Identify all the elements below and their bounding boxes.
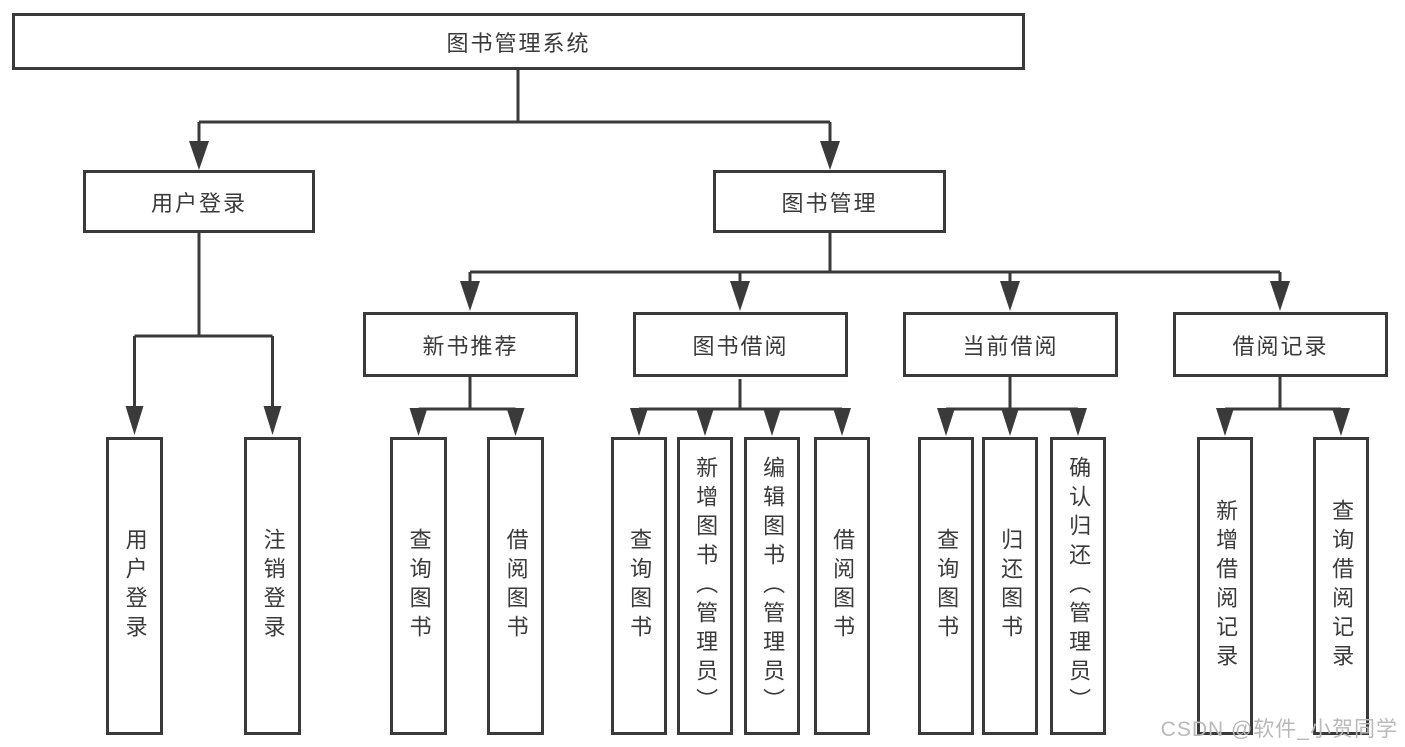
node-label: 用户登录 (122, 528, 148, 644)
node-label: 查询图书 (627, 528, 653, 644)
node-borrowing-records: 借阅记录 (1173, 312, 1388, 377)
csdn-watermark: CSDN @软件_小贺同学 (1160, 718, 1398, 741)
node-label: 新增借阅记录 (1213, 499, 1239, 673)
node-label: 查询图书 (406, 528, 432, 644)
leaf-borrow-books-recommend: 借阅图书 (487, 437, 544, 735)
node-user-login: 用户登录 (83, 170, 315, 233)
leaf-return-books: 归还图书 (982, 437, 1038, 735)
node-label: 查询借阅记录 (1329, 499, 1355, 673)
node-label: 确认归还（管理员） (1066, 455, 1092, 717)
leaf-query-books-recommend: 查询图书 (390, 437, 447, 735)
leaf-user-login: 用户登录 (106, 437, 163, 735)
leaf-edit-book-admin: 编辑图书（管理员） (744, 437, 800, 735)
node-label: 图书管理系统 (446, 30, 591, 56)
leaf-query-books-borrow: 查询图书 (611, 437, 667, 735)
node-label: 编辑图书（管理员） (760, 455, 786, 717)
leaf-logout: 注销登录 (244, 437, 301, 735)
node-label: 借阅图书 (503, 528, 529, 644)
leaf-borrow-books: 借阅图书 (814, 437, 870, 735)
leaf-query-books-current: 查询图书 (918, 437, 974, 735)
node-system-root: 图书管理系统 (12, 13, 1025, 70)
node-new-book-recommend: 新书推荐 (363, 312, 578, 377)
leaf-add-borrow-record: 新增借阅记录 (1197, 437, 1253, 735)
node-label: 当前借阅 (962, 333, 1059, 359)
node-label: 新增图书（管理员） (693, 455, 719, 717)
node-book-borrowing: 图书借阅 (633, 312, 848, 377)
node-label: 图书管理 (781, 190, 878, 216)
node-label: 图书借阅 (692, 333, 789, 359)
node-label: 借阅图书 (830, 528, 856, 644)
node-label: 借阅记录 (1232, 333, 1329, 359)
leaf-add-book-admin: 新增图书（管理员） (677, 437, 733, 735)
node-label: 归还图书 (998, 528, 1024, 644)
leaf-confirm-return-admin: 确认归还（管理员） (1050, 437, 1106, 735)
node-label: 用户登录 (150, 190, 247, 216)
leaf-query-borrow-record: 查询借阅记录 (1313, 437, 1369, 735)
node-label: 注销登录 (260, 528, 286, 644)
node-current-borrowing: 当前借阅 (903, 312, 1118, 377)
node-label: 新书推荐 (422, 333, 519, 359)
arrowheads (125, 141, 1350, 436)
node-label: 查询图书 (934, 528, 960, 644)
node-book-management: 图书管理 (713, 170, 946, 233)
